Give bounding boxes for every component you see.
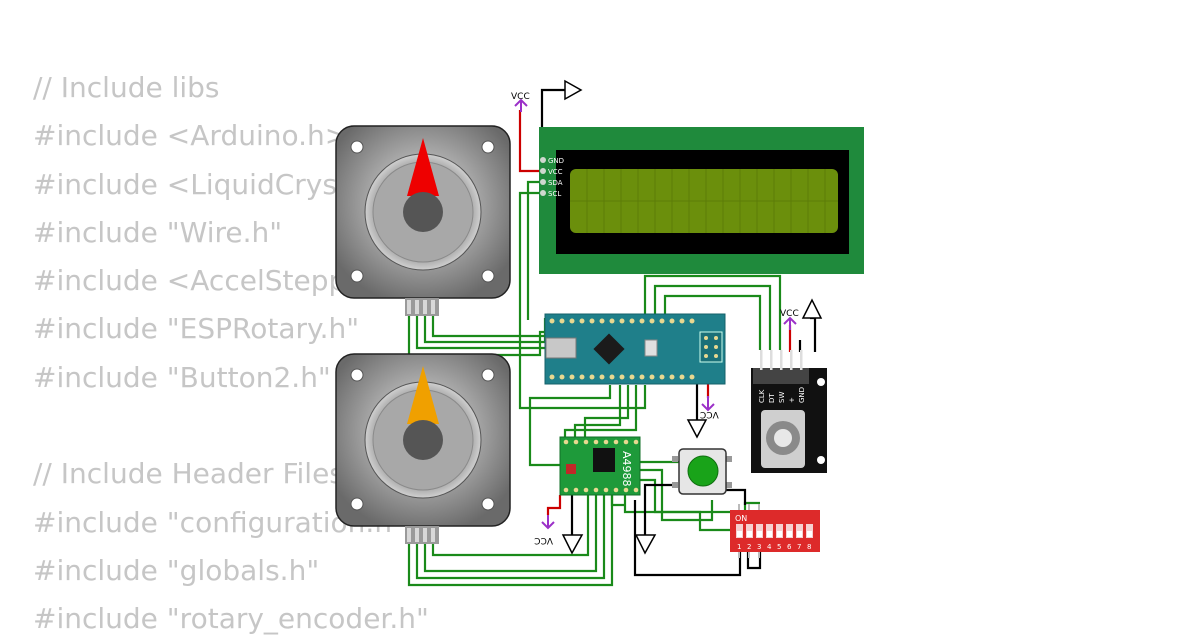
dip-switch[interactable]: ON 1 2 3 4 5 6 7 8 <box>730 504 820 558</box>
ground-symbol-lcd <box>564 79 583 101</box>
ground-symbol-driver <box>561 534 584 555</box>
vcc-symbol-driver: VCC <box>534 515 555 545</box>
lcd-pin-vcc: VCC <box>548 168 563 176</box>
dip-num-8: 8 <box>807 543 811 551</box>
encoder-pin-gnd: GND <box>798 387 806 403</box>
lcd-pin-sda: SDA <box>548 179 563 187</box>
dip-num-2: 2 <box>747 543 751 551</box>
lcd-pin-gnd: GND <box>548 157 564 165</box>
driver-label: A4988 <box>620 451 633 487</box>
arduino-nano <box>544 313 726 385</box>
ground-symbol-encoder <box>801 298 823 319</box>
vcc-symbol-nano: VCC <box>700 396 719 419</box>
code-line: // Include Header Files <box>33 457 344 491</box>
wires <box>407 88 817 587</box>
lcd-pin-scl: SCL <box>548 190 561 198</box>
encoder-pin-dt: DT <box>768 393 776 403</box>
dip-num-5: 5 <box>777 543 781 551</box>
code-line: // Include libs <box>33 71 220 104</box>
vcc-label-encoder: VCC <box>780 309 799 319</box>
encoder-pin-plus: + <box>788 397 796 403</box>
dip-num-6: 6 <box>787 543 792 551</box>
dip-num-3: 3 <box>757 543 761 551</box>
ground-symbol-button <box>634 534 657 555</box>
code-line: #include "globals.h" <box>33 553 320 587</box>
encoder-pin-sw: SW <box>778 392 786 403</box>
button-cap[interactable] <box>687 455 719 487</box>
stepper-motor-top <box>335 125 511 316</box>
vcc-label-nano: VCC <box>700 409 719 419</box>
code-line: #include "Button2.h" <box>33 360 331 394</box>
code-line: #include "Wire.h" <box>33 215 283 249</box>
needle-top <box>407 138 439 196</box>
push-button[interactable] <box>672 448 732 495</box>
vcc-symbol-encoder: VCC <box>780 309 799 330</box>
rotary-encoder[interactable]: CLK DT SW + GND <box>751 350 827 473</box>
code-line: #include "ESPRotary.h" <box>33 312 360 346</box>
ground-symbol-nano <box>686 419 708 439</box>
circuit-diagram: VCC VCC VCC VCC <box>335 79 864 587</box>
stepper-motor-bottom <box>335 353 511 544</box>
vcc-label-driver: VCC <box>534 535 553 545</box>
code-line: #include <Arduino.h> <box>33 119 349 153</box>
vcc-label-lcd: VCC <box>511 92 530 102</box>
needle-bottom <box>407 366 439 424</box>
vcc-symbol-lcd: VCC <box>511 92 530 112</box>
lcd-display: GND VCC SDA SCL <box>539 127 864 274</box>
a4988-driver: A4988 <box>559 436 641 496</box>
dip-num-1: 1 <box>737 543 741 551</box>
encoder-pin-clk: CLK <box>758 389 766 403</box>
dip-num-7: 7 <box>797 543 801 551</box>
dip-on-label: ON <box>735 514 747 523</box>
dip-num-4: 4 <box>767 543 772 551</box>
